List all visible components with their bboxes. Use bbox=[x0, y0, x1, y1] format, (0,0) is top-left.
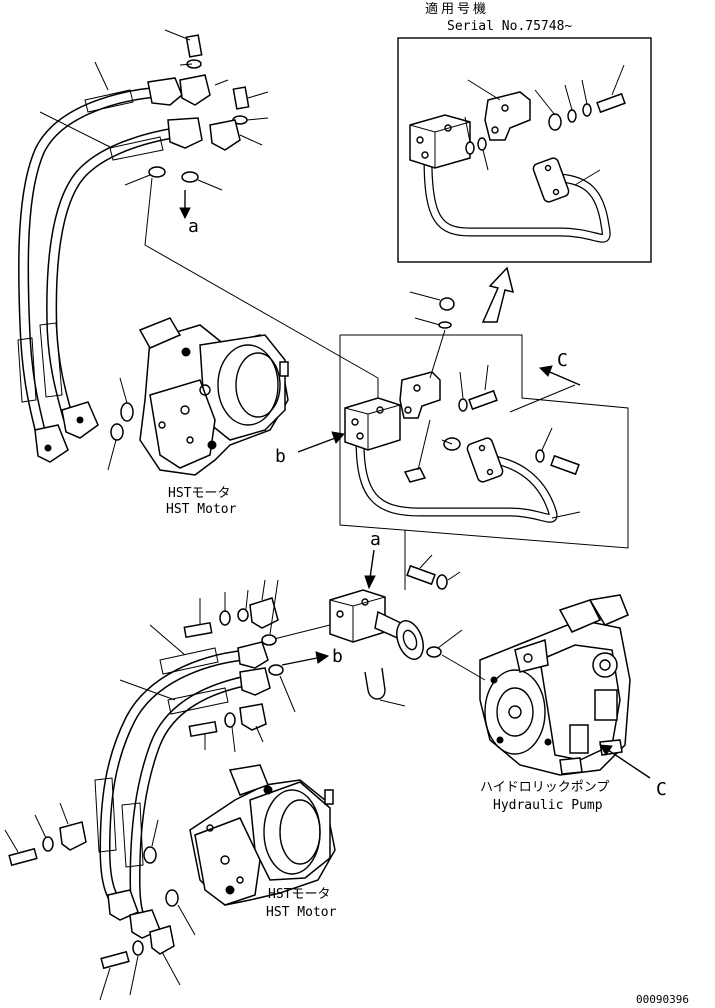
drawing-number: 00090396 bbox=[636, 993, 689, 1006]
connector-leader-top bbox=[144, 177, 379, 379]
ref-label-b-lower: b bbox=[332, 646, 343, 667]
ref-label-a-top: a bbox=[188, 216, 199, 237]
ref-label-c-lower: C bbox=[656, 779, 667, 800]
inset-valve-block bbox=[409, 114, 471, 169]
upper-fasteners bbox=[39, 29, 269, 151]
ref-arrow-c-lower: C bbox=[599, 744, 667, 800]
upper-o-rings bbox=[124, 166, 223, 191]
lower-motor-label-en: HST Motor bbox=[266, 905, 337, 920]
ref-label-a-lower: a bbox=[370, 529, 381, 550]
ref-arrow-c-top: C bbox=[538, 350, 581, 386]
ref-arrow-b-lower: b bbox=[281, 646, 343, 667]
pump-label-en: Hydraulic Pump bbox=[493, 798, 603, 813]
center-valve-block bbox=[344, 397, 401, 451]
inset-bracket bbox=[484, 91, 531, 141]
center-flange bbox=[466, 437, 504, 483]
ref-label-b-center: b bbox=[275, 446, 286, 467]
lower-motor-label-jp: HSTモータ bbox=[268, 887, 330, 902]
center-frame bbox=[339, 334, 629, 549]
inset-frame bbox=[397, 37, 652, 263]
lower-hose-assembly bbox=[94, 624, 271, 939]
ref-arrow-b-center: b bbox=[275, 431, 345, 467]
lower-hst-motor: HSTモータ HST Motor bbox=[189, 764, 337, 920]
pump-o-ring bbox=[426, 629, 486, 681]
lower-o-rings bbox=[143, 579, 296, 936]
inset-flange bbox=[532, 157, 570, 203]
center-bracket bbox=[399, 371, 441, 419]
inset-arrow bbox=[481, 266, 515, 323]
upper-hst-motor: HSTモータ HST Motor bbox=[138, 317, 289, 517]
upper-hose-assembly bbox=[17, 77, 203, 463]
center-assembly bbox=[339, 291, 629, 549]
inset-fasteners bbox=[465, 92, 626, 155]
lower-valve-block-assembly: a bbox=[269, 529, 461, 707]
lower-fasteners bbox=[4, 579, 279, 1001]
upper-motor-label-en: HST Motor bbox=[166, 502, 237, 517]
ref-label-c-top: C bbox=[557, 350, 568, 371]
inset-title-jp: 適用号機 bbox=[425, 1, 489, 17]
hydraulic-pump: ハイドロリックポンプ Hydraulic Pump bbox=[479, 594, 631, 813]
pump-label-jp: ハイドロリックポンプ bbox=[480, 780, 609, 795]
upper-motor-o-rings bbox=[107, 377, 134, 471]
inset-leaders bbox=[464, 64, 625, 186]
inset-panel: 適用号機 Serial No.75748~ bbox=[397, 1, 652, 263]
ref-arrow-a-top: a bbox=[179, 190, 199, 237]
upper-motor-label-jp: HSTモータ bbox=[168, 486, 230, 501]
inset-tube bbox=[423, 155, 611, 243]
inset-serial: Serial No.75748~ bbox=[447, 19, 572, 34]
